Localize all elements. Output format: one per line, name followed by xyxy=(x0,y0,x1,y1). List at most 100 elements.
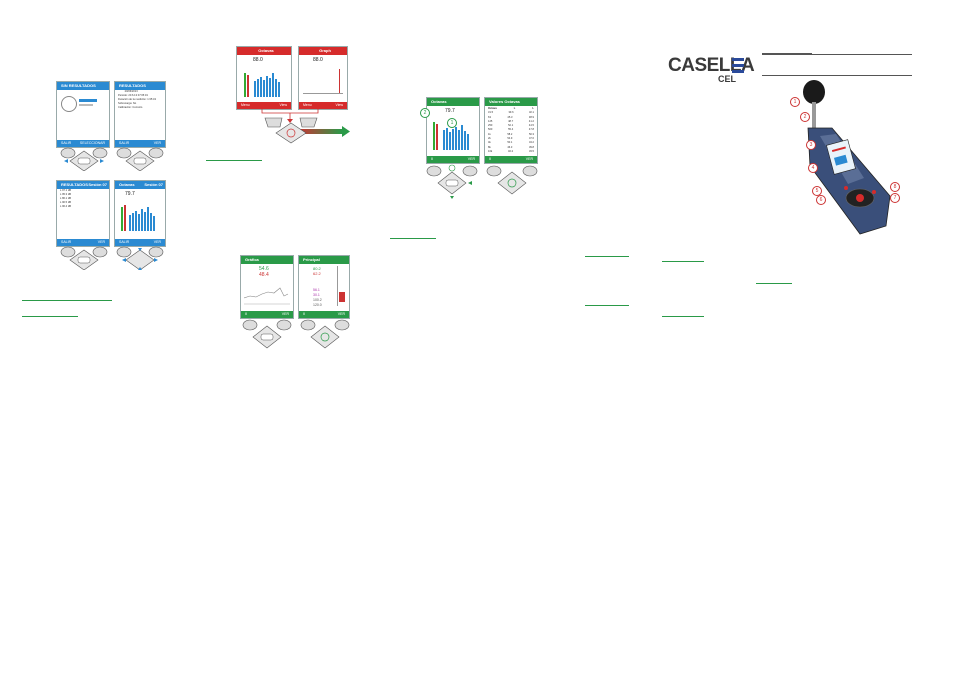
callout-marker: 8 xyxy=(890,182,900,192)
screen-header: SIN RESULTADOS xyxy=(57,82,109,90)
table-cell: 58.2 xyxy=(507,132,513,136)
screen-header: Octavas xyxy=(427,98,479,106)
table-row: 1k 58.2 50.3 xyxy=(488,133,534,137)
table-cell: 47.8 xyxy=(528,128,534,132)
screen-header: Gráfica xyxy=(241,256,293,264)
keypad-9[interactable] xyxy=(484,162,540,200)
keypad-7[interactable] xyxy=(298,318,352,350)
link-underline[interactable] xyxy=(756,283,792,284)
screen-main-green: Principal 80.2 62.2 56.1 30.1 100.2 120.… xyxy=(298,255,350,319)
table-cell: 43.2 xyxy=(528,141,534,145)
table-row: 125 48.7 41.2 xyxy=(488,120,534,124)
selection-bracket xyxy=(261,109,350,137)
table-cell: 33.5 xyxy=(528,149,534,153)
table-cell: 54.9 xyxy=(507,137,513,141)
callout-marker: 1 xyxy=(447,118,457,128)
header-rule xyxy=(762,53,812,55)
octave-bars xyxy=(244,73,280,97)
table-cell: 41.2 xyxy=(528,119,534,123)
callout-marker: 7 xyxy=(890,193,900,203)
link-underline[interactable] xyxy=(662,316,704,317)
casella-logo: CASELLA CEL xyxy=(668,56,758,90)
keypad-graphic xyxy=(60,147,108,172)
link-underline[interactable] xyxy=(22,316,78,317)
table-row: 2k 54.9 47.6 xyxy=(488,137,534,141)
link-underline[interactable] xyxy=(662,261,704,262)
table-cell: Octava xyxy=(488,107,497,110)
table-cell: 1k xyxy=(488,132,491,136)
header-rule xyxy=(762,75,912,76)
link-underline[interactable] xyxy=(22,300,112,301)
table-cell: 45.3 xyxy=(507,115,513,119)
table-cell: 55.4 xyxy=(508,128,514,132)
link-underline[interactable] xyxy=(585,256,629,257)
keypad-3[interactable] xyxy=(58,246,110,271)
callout-marker: 1 xyxy=(790,97,800,107)
keypad-6[interactable] xyxy=(240,318,294,350)
table-cell: 52.1 xyxy=(508,124,514,128)
callout-marker: 6 xyxy=(816,195,826,205)
search-icon xyxy=(61,96,77,112)
table-cell: L xyxy=(513,107,516,110)
keypad-8[interactable] xyxy=(424,162,480,200)
screen-header: Valores Octavas xyxy=(485,98,537,106)
keypad-1[interactable] xyxy=(58,147,110,172)
table-cell: 39.8 xyxy=(528,145,534,149)
keypad-graphic xyxy=(300,319,350,349)
keypad-4[interactable] xyxy=(114,246,166,271)
table-cell: 4k xyxy=(488,141,491,145)
link-underline[interactable] xyxy=(206,160,262,161)
table-cell: 32.1 xyxy=(528,111,534,115)
table-cell: 47.6 xyxy=(528,137,534,141)
link-underline[interactable] xyxy=(585,305,629,306)
link-underline[interactable] xyxy=(390,238,436,239)
callout-marker: 2 xyxy=(420,108,430,118)
table-cell: 46.3 xyxy=(507,145,513,149)
table-cell: 50.3 xyxy=(528,132,534,136)
keypad-5[interactable] xyxy=(262,115,320,145)
table-cell: 63 xyxy=(488,115,491,119)
callout-marker: 2 xyxy=(800,112,810,122)
table-cell: 44.5 xyxy=(528,124,534,128)
table-cell: 16k xyxy=(488,149,493,153)
octave-bars xyxy=(121,205,155,231)
keypad-2[interactable] xyxy=(114,147,166,172)
table-cell: 8k xyxy=(488,145,491,149)
graph-trace xyxy=(244,287,290,305)
keypad-graphic xyxy=(426,164,478,199)
table-cell: 48.7 xyxy=(508,119,514,123)
table-cell: 39.6 xyxy=(508,111,514,115)
header-rule xyxy=(762,54,912,55)
table-cell: 125 xyxy=(488,119,493,123)
keypad-graphic xyxy=(264,117,318,144)
callout-marker: 4 xyxy=(808,163,818,173)
keypad-graphic xyxy=(486,165,538,195)
brand-sub: CEL xyxy=(718,74,736,84)
keypad-graphic xyxy=(116,246,164,271)
table-cell: 2k xyxy=(488,137,491,141)
